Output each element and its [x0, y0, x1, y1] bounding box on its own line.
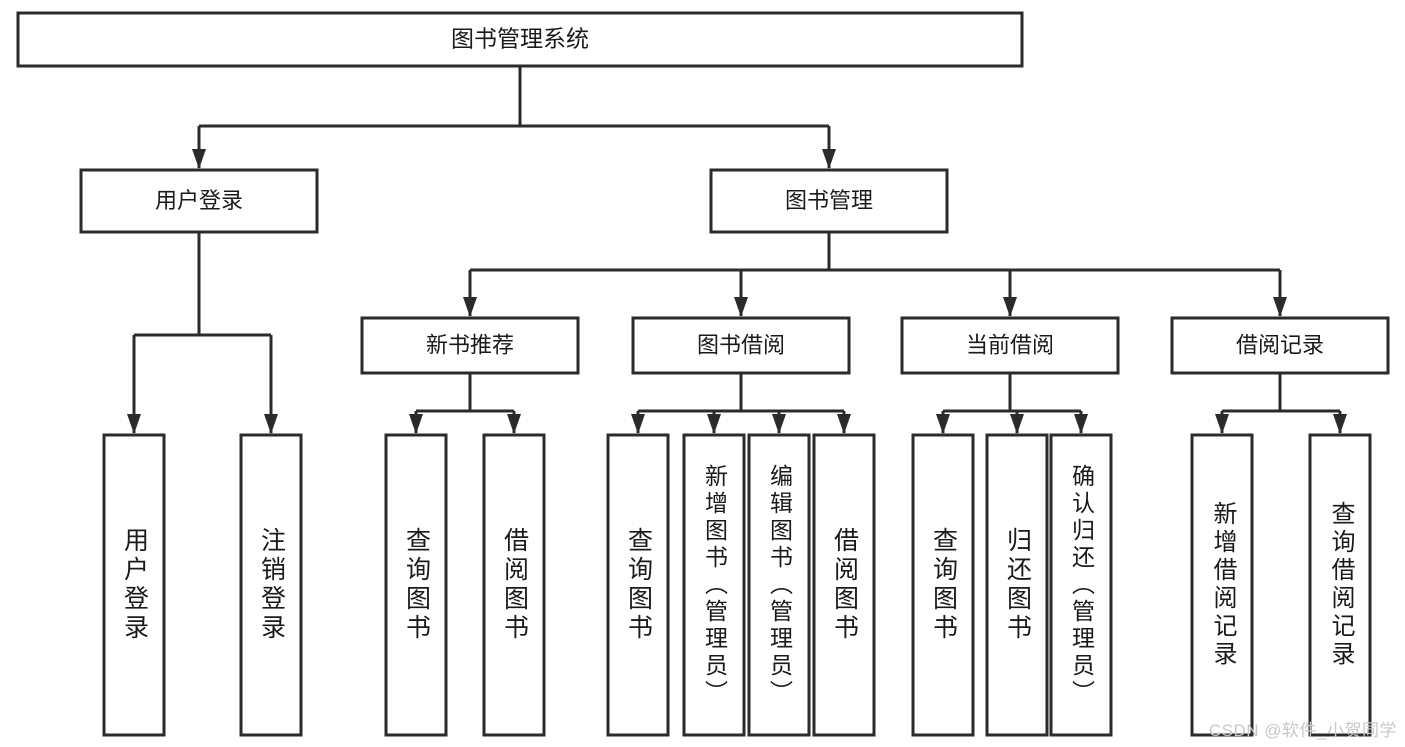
- leaf-node[interactable]: [747, 433, 811, 737]
- arrow-into-leaf: [1333, 414, 1347, 434]
- arrow-into-leaf: [264, 414, 278, 434]
- node-当前借阅-label: 当前借阅: [966, 332, 1054, 357]
- node-layer: [16, 11, 1390, 737]
- arrow-into-当前借阅: [1003, 297, 1017, 317]
- arrow-into-leaf: [837, 414, 851, 434]
- arrow-into-图书借阅: [734, 297, 748, 317]
- arrow-into-leaf: [507, 414, 521, 434]
- leaf-node[interactable]: [102, 433, 166, 737]
- node-图书管理-label: 图书管理: [785, 188, 873, 213]
- connector-layer: [127, 66, 1347, 434]
- node-借阅记录-label: 借阅记录: [1236, 332, 1324, 357]
- leaf-node[interactable]: [1049, 433, 1113, 737]
- node-借阅记录[interactable]: [1170, 316, 1390, 375]
- arrow-into-leaf: [772, 414, 786, 434]
- node-root-label: 图书管理系统: [451, 26, 589, 52]
- node-root[interactable]: [16, 11, 1024, 68]
- leaf-node[interactable]: [985, 433, 1049, 737]
- leaf-node[interactable]: [239, 433, 303, 737]
- leaf-node[interactable]: [384, 433, 448, 737]
- arrow-into-新书推荐: [463, 297, 477, 317]
- node-用户登录-label: 用户登录: [155, 188, 243, 213]
- node-用户登录[interactable]: [79, 168, 319, 234]
- node-图书管理[interactable]: [709, 168, 949, 234]
- arrow-into-用户登录: [192, 149, 206, 169]
- arrow-into-leaf: [127, 414, 141, 434]
- arrow-into-leaf: [936, 414, 950, 434]
- arrow-into-leaf: [1074, 414, 1088, 434]
- leaf-node[interactable]: [1308, 433, 1372, 737]
- leaf-node[interactable]: [812, 433, 876, 737]
- node-新书推荐-label: 新书推荐: [426, 332, 514, 357]
- leaf-node[interactable]: [682, 433, 746, 737]
- leaf-node[interactable]: [911, 433, 975, 737]
- arrow-into-借阅记录: [1273, 297, 1287, 317]
- node-图书借阅-label: 图书借阅: [697, 332, 785, 357]
- arrow-into-leaf: [1010, 414, 1024, 434]
- arrow-into-图书管理: [822, 149, 836, 169]
- arrow-into-leaf: [1215, 414, 1229, 434]
- leaf-node[interactable]: [606, 433, 670, 737]
- leaf-node[interactable]: [482, 433, 546, 737]
- node-新书推荐[interactable]: [360, 316, 580, 375]
- csdn-watermark: CSDN @软件_小贺同学: [1208, 721, 1397, 740]
- node-当前借阅[interactable]: [900, 316, 1120, 375]
- arrow-into-leaf: [631, 414, 645, 434]
- node-图书借阅[interactable]: [631, 316, 851, 375]
- arrow-into-leaf: [707, 414, 721, 434]
- leaf-node[interactable]: [1190, 433, 1254, 737]
- arrow-into-leaf: [409, 414, 423, 434]
